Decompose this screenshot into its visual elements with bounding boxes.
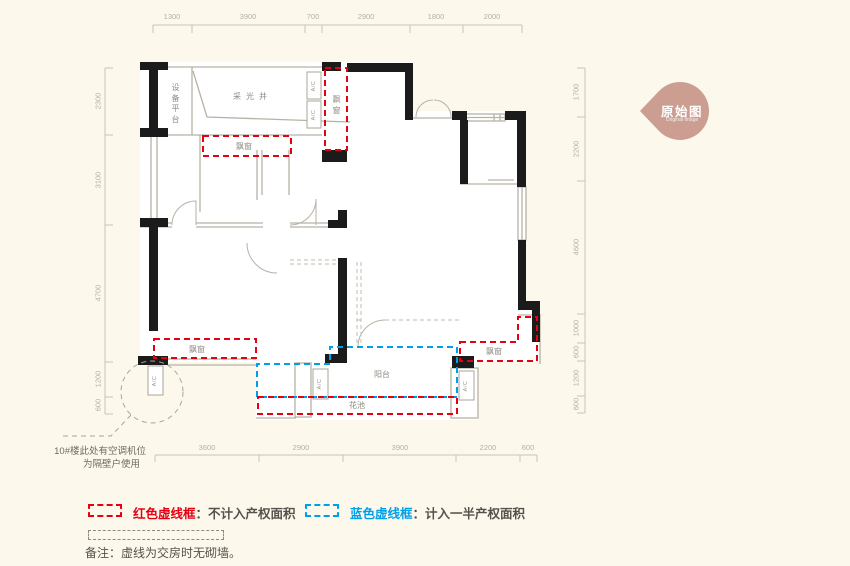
red-dashed-areas <box>153 67 538 415</box>
door-arcs <box>171 99 452 348</box>
room-label-light-well: 采光井 <box>233 92 272 101</box>
legend-blue-text: 蓝色虚线框：计入一半产权面积 <box>350 503 525 522</box>
dim-top-3: 700 <box>306 12 320 21</box>
dimension-lines <box>104 24 586 462</box>
room-label-bay-window-1: 飘窗 <box>236 142 252 151</box>
dim-bottom-5: 600 <box>521 443 535 452</box>
legend-red-text: 红色虚线框：不计入产权面积 <box>133 503 296 522</box>
dim-right-7: 600 <box>571 397 581 411</box>
remark-text: 备注：虚线为交房时无砌墙。 <box>85 546 242 560</box>
ac-label-5: A/C <box>463 380 469 392</box>
blue-dashed-balcony <box>256 346 458 398</box>
dim-right-3: 4600 <box>571 238 581 256</box>
legend-red-desc: ：不计入产权面积 <box>195 507 296 521</box>
badge-subtitle: Original Image <box>665 117 699 123</box>
legend-blue-label: 蓝色虚线框 <box>350 507 413 521</box>
ac-label-2: A/C <box>311 109 317 121</box>
original-image-badge: 原始图 Original Image <box>638 80 710 142</box>
room-label-flower-bed: 花池 <box>349 401 365 410</box>
future-walls-dashed <box>290 259 460 345</box>
ac-note-line2: 为隔壁户使用 <box>82 459 140 470</box>
room-label-balcony: 阳台 <box>374 370 390 379</box>
dim-bottom-1: 3600 <box>198 443 216 452</box>
walls-black <box>138 62 540 368</box>
dim-left-5: 600 <box>93 398 103 412</box>
thin-walls <box>140 66 541 419</box>
ac-note-line1: 10#楼此处有空调机位 <box>54 446 146 457</box>
ac-highlight-circle <box>62 360 184 437</box>
dim-right-4: 1000 <box>571 319 581 337</box>
dim-right-1: 1700 <box>571 83 581 101</box>
legend-gray-swatch <box>88 530 224 540</box>
dim-left-1: 2300 <box>93 92 103 110</box>
dim-right-2: 2200 <box>571 140 581 158</box>
dim-right-6: 1200 <box>571 369 581 387</box>
ac-label-4: A/C <box>317 378 323 390</box>
room-label-bay-window-3: 飘窗 <box>189 345 205 354</box>
room-label-equipment-platform: 设备平台 <box>171 83 180 124</box>
dim-left-2: 3100 <box>93 171 103 189</box>
room-label-bay-window-2: 飘窗 <box>332 95 341 115</box>
badge-title: 原始图 <box>660 105 703 119</box>
legend-red-label: 红色虚线框 <box>133 507 196 521</box>
ac-unit-boxes <box>147 71 475 401</box>
dim-top-4: 2900 <box>357 12 375 21</box>
dim-top-5: 1800 <box>427 12 445 21</box>
legend-blue-swatch <box>305 504 339 517</box>
legend-red-swatch <box>88 504 122 517</box>
dim-right-5: 600 <box>571 345 581 359</box>
dim-bottom-3: 3900 <box>391 443 409 452</box>
dim-left-4: 1200 <box>93 370 103 388</box>
dim-bottom-4: 2200 <box>479 443 497 452</box>
badge-teardrop-icon <box>640 82 709 140</box>
dim-top-6: 2000 <box>483 12 501 21</box>
dim-left-3: 4700 <box>93 284 103 302</box>
room-label-bay-window-4: 飘窗 <box>486 347 502 356</box>
dim-top-2: 3900 <box>239 12 257 21</box>
legend-blue-desc: ：计入一半产权面积 <box>412 507 526 521</box>
ac-label-1: A/C <box>311 80 317 92</box>
dim-bottom-2: 2900 <box>292 443 310 452</box>
ac-label-3: A/C <box>152 375 158 387</box>
dim-top-1: 1300 <box>163 12 181 21</box>
